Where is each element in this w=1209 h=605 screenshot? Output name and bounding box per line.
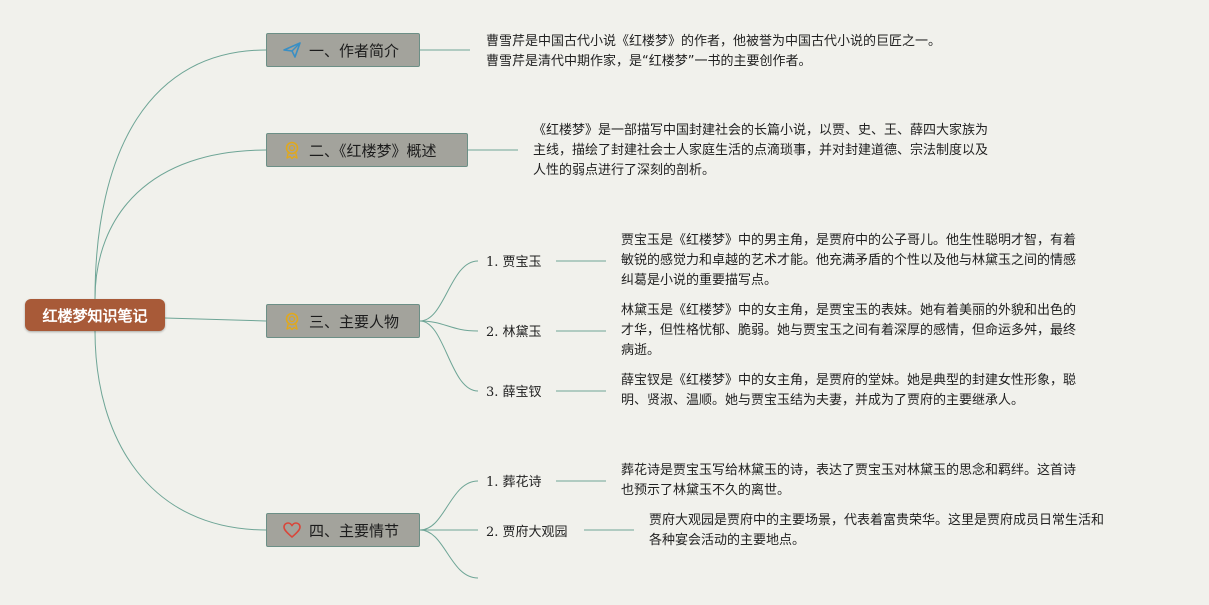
- note-line: 葬花诗是贾宝玉写给林黛玉的诗，表达了贾宝玉对林黛玉的思念和羁绊。这首诗: [621, 463, 1077, 478]
- sub-grand-view-garden[interactable]: 2. 贾府大观园: [486, 525, 568, 540]
- note-jia-baoyu: 贾宝玉是《红楼梦》中的男主角，是贾府中的公子哥儿。他生性聪明才智，有着 敏锐的感…: [621, 231, 1076, 291]
- medal-icon: [281, 310, 303, 332]
- note-lin-daiyu: 林黛玉是《红楼梦》中的女主角，是贾宝玉的表妹。她有着美丽的外貌和出色的 才华，但…: [621, 301, 1076, 361]
- medal-icon: [281, 139, 303, 161]
- note-line: 纠葛是小说的重要描写点。: [621, 273, 778, 288]
- note-line: 明、贤淑、温顺。她与贾宝玉结为夫妻，并成为了贾府的主要继承人。: [621, 393, 1025, 408]
- note-xue-baochai: 薛宝钗是《红楼梦》中的女主角，是贾府的堂妹。她是典型的封建女性形象，聪 明、贤淑…: [621, 371, 1076, 411]
- paper-plane-icon: [281, 39, 303, 61]
- note-line: 人性的弱点进行了深刻的剖析。: [533, 163, 716, 178]
- note-line: 曹雪芹是清代中期作家，是“红楼梦”一书的主要创作者。: [486, 54, 812, 69]
- note-line: 贾府大观园是贾府中的主要场景，代表着富贵荣华。这里是贾府成员日常生活和: [649, 513, 1105, 528]
- heart-icon: [281, 519, 303, 541]
- topic-characters[interactable]: 三、主要人物: [266, 304, 420, 338]
- note-line: 曹雪芹是中国古代小说《红楼梦》的作者，他被誉为中国古代小说的巨匠之一。: [486, 34, 942, 49]
- sub-lin-daiyu[interactable]: 2. 林黛玉: [486, 325, 542, 340]
- topic-plot[interactable]: 四、主要情节: [266, 513, 420, 547]
- note-burial-poem: 葬花诗是贾宝玉写给林黛玉的诗，表达了贾宝玉对林黛玉的思念和羁绊。这首诗 也预示了…: [621, 461, 1076, 501]
- sub-jia-baoyu[interactable]: 1. 贾宝玉: [486, 255, 542, 270]
- note-line: 病逝。: [621, 343, 661, 358]
- sub-burial-poem[interactable]: 1. 葬花诗: [486, 475, 542, 490]
- note-line: 贾宝玉是《红楼梦》中的男主角，是贾府中的公子哥儿。他生性聪明才智，有着: [621, 233, 1077, 248]
- note-line: 《红楼梦》是一部描写中国封建社会的长篇小说，以贾、史、王、薛四大家族为: [533, 123, 989, 138]
- topic-label: 三、主要人物: [309, 312, 400, 331]
- connector-characters-to-baochai: [419, 320, 479, 392]
- note-author: 曹雪芹是中国古代小说《红楼梦》的作者，他被誉为中国古代小说的巨匠之一。 曹雪芹是…: [486, 32, 941, 72]
- note-overview: 《红楼梦》是一部描写中国封建社会的长篇小说，以贾、史、王、薛四大家族为 主线，描…: [533, 121, 988, 181]
- connector-root-to-topic-plot: [94, 330, 267, 531]
- sub-xue-baochai[interactable]: 3. 薛宝钗: [486, 385, 542, 400]
- note-line: 林黛玉是《红楼梦》中的女主角，是贾宝玉的表妹。她有着美丽的外貌和出色的: [621, 303, 1077, 318]
- note-line: 各种宴会活动的主要地点。: [649, 533, 806, 548]
- connector-plot-to-burial-poem: [419, 480, 479, 531]
- topic-label: 二、《红楼梦》概述: [309, 141, 437, 160]
- topic-label: 一、作者简介: [309, 41, 400, 60]
- connector-plot-to-extra: [419, 529, 479, 579]
- connector-characters-to-daiyu: [419, 320, 479, 332]
- note-line: 主线，描绘了封建社会士人家庭生活的点滴琐事，并对封建道德、宗法制度以及: [533, 143, 989, 158]
- note-line: 也预示了林黛玉不久的离世。: [621, 483, 791, 498]
- topic-author[interactable]: 一、作者简介: [266, 33, 420, 67]
- connector-root-to-topic-author: [94, 49, 267, 300]
- connector-characters-to-baoyu: [419, 260, 479, 322]
- root-node[interactable]: 红楼梦知识笔记: [25, 299, 165, 331]
- note-line: 敏锐的感觉力和卓越的艺术才能。他充满矛盾的个性以及他与林黛玉之间的情感: [621, 253, 1077, 268]
- note-line: 才华，但性格忧郁、脆弱。她与贾宝玉之间有着深厚的感情，但命运多舛，最终: [621, 323, 1077, 338]
- root-label: 红楼梦知识笔记: [42, 306, 148, 325]
- topic-label: 四、主要情节: [309, 521, 400, 540]
- connector-root-to-topic-overview: [94, 149, 267, 300]
- note-grand-view-garden: 贾府大观园是贾府中的主要场景，代表着富贵荣华。这里是贾府成员日常生活和 各种宴会…: [649, 511, 1104, 551]
- topic-overview[interactable]: 二、《红楼梦》概述: [266, 133, 468, 167]
- connector-root-to-topic-characters: [164, 317, 267, 322]
- note-line: 薛宝钗是《红楼梦》中的女主角，是贾府的堂妹。她是典型的封建女性形象，聪: [621, 373, 1077, 388]
